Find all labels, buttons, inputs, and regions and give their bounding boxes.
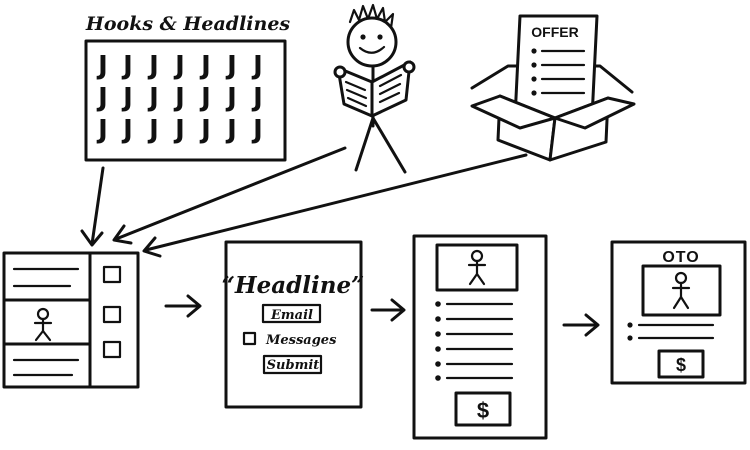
website-page	[2, 251, 140, 389]
bullet-icon	[435, 331, 441, 337]
checkbox-icon	[102, 265, 122, 284]
messages-label: Messages	[265, 333, 337, 348]
fishing-hook-icon: J	[199, 83, 211, 113]
sales-page: $	[412, 234, 548, 440]
video-frame	[435, 243, 519, 292]
fishing-hook-icon: J	[96, 51, 108, 81]
person-icon-legs	[468, 272, 486, 286]
eye-icon	[360, 34, 366, 40]
fishing-hook-icon: J	[96, 115, 108, 145]
bullet-icon	[531, 48, 537, 54]
newspaper-line	[346, 96, 368, 108]
arrow-offer-to-page	[144, 153, 528, 252]
leg-icon	[354, 116, 375, 172]
hand-icon	[333, 65, 347, 79]
bullet-icon	[435, 316, 441, 322]
buy-button-price: $	[477, 398, 489, 423]
fishing-hook-icon: J	[199, 115, 211, 145]
email-button-label: Email	[270, 308, 313, 323]
arrow-hooks-to-page	[90, 166, 105, 246]
reader-figure	[333, 3, 416, 174]
fishing-hook-icon: J	[147, 83, 159, 113]
fishing-hook-icon: J	[173, 51, 185, 81]
sales-bullet-list	[435, 301, 514, 381]
submit-button[interactable]	[262, 354, 323, 375]
incoming-arrows	[80, 146, 528, 258]
arrow-head	[142, 236, 162, 258]
newspaper-line	[378, 73, 403, 88]
arrow-right-icon	[164, 294, 202, 318]
person-icon-legs	[34, 329, 52, 342]
fishing-hook-icon: J	[199, 51, 211, 81]
fishing-hook-icon: J	[96, 83, 108, 113]
fishing-hook-icon: J	[173, 83, 185, 113]
hooks-panel-title: Hooks & Headlines	[85, 13, 291, 35]
bullet-icon	[435, 301, 441, 307]
arrow-right-icon	[370, 298, 406, 322]
offer-sheet-list	[531, 48, 586, 96]
fishing-hook-icon: J	[121, 83, 133, 113]
bullet-icon	[435, 346, 441, 352]
oto-buy-button-price: $	[676, 355, 686, 375]
oto-video-frame	[641, 264, 722, 317]
website-page-frame	[2, 251, 140, 389]
bullet-icon	[531, 62, 537, 68]
fishing-hook-icon: J	[147, 51, 159, 81]
checkbox-icon	[102, 340, 122, 359]
fishing-hook-icon: J	[121, 115, 133, 145]
hand-icon	[402, 60, 416, 74]
fishing-hook-icon: J	[225, 51, 237, 81]
box-flap-left	[470, 94, 557, 130]
bullet-icon	[531, 76, 537, 82]
box-flap-right	[553, 96, 636, 130]
optin-page-frame	[224, 240, 363, 409]
offer-box: OFFER	[470, 14, 636, 162]
fishing-hook-icon: J	[251, 51, 263, 81]
person-icon-legs	[672, 295, 690, 310]
leg-icon	[371, 116, 407, 174]
submit-button-label: Submit	[267, 358, 320, 373]
fishing-hook-icon: J	[225, 83, 237, 113]
arrow-head	[80, 229, 104, 247]
fishing-hook-icon: J	[225, 115, 237, 145]
optin-headline: “Headline”	[222, 272, 365, 299]
newspaper-line	[378, 91, 401, 104]
bullet-icon	[435, 361, 441, 367]
smile-icon	[358, 45, 386, 54]
optin-page: “Headline” Email Messages Submit	[222, 240, 365, 409]
bullet-icon	[435, 375, 441, 381]
hooks-panel-frame	[84, 39, 287, 162]
arrow-head	[112, 224, 133, 245]
head-icon	[346, 16, 398, 68]
oto-page-title: OTO	[662, 249, 699, 266]
messages-checkbox[interactable]	[242, 331, 257, 346]
fishing-hook-icon: J	[251, 83, 263, 113]
newspaper-line	[345, 88, 368, 100]
newspaper-line	[378, 82, 402, 96]
bullet-icon	[531, 90, 537, 96]
eye-icon	[377, 34, 383, 40]
email-button[interactable]	[261, 303, 322, 324]
fishing-hook-icon: J	[147, 115, 159, 145]
bullet-icon	[627, 335, 633, 341]
fishing-hook-icon: J	[173, 115, 185, 145]
arrow-right-icon	[562, 313, 600, 337]
bullet-icon	[627, 322, 633, 328]
hair-icon	[348, 3, 395, 30]
offer-sheet-title: OFFER	[531, 24, 578, 40]
arrow-reader-to-page	[114, 146, 347, 241]
oto-buy-button[interactable]	[657, 349, 705, 379]
newspaper-line	[344, 80, 367, 92]
fishing-hook-icon: J	[251, 115, 263, 145]
fishing-hook-icon: J	[121, 51, 133, 81]
checkbox-icon	[102, 305, 122, 324]
buy-button[interactable]	[454, 391, 512, 427]
oto-page: OTO $	[610, 240, 747, 385]
